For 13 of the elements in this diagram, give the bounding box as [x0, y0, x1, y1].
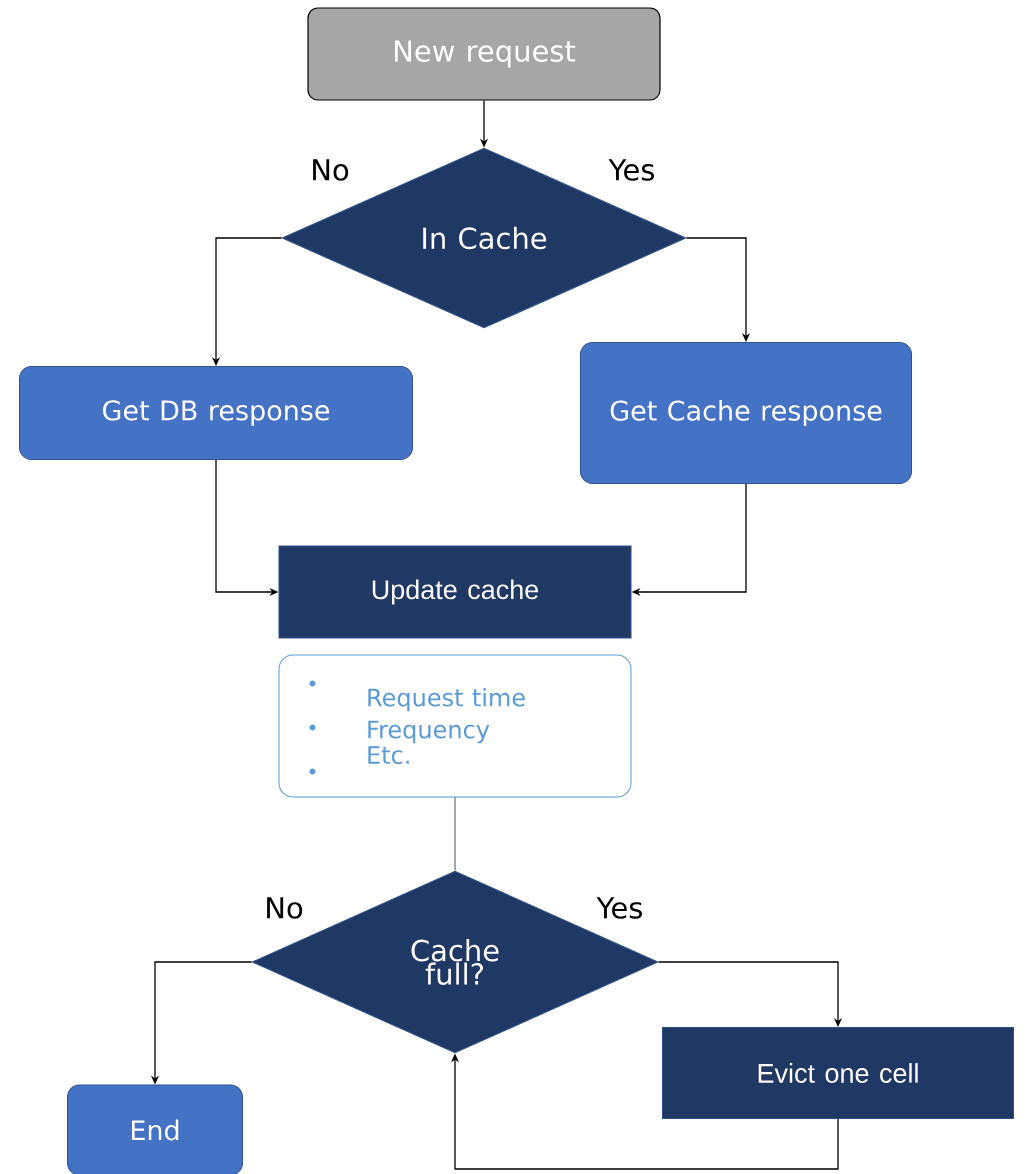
process-box: Evict one cell [662, 1027, 1014, 1119]
edge-label: No [263, 896, 305, 920]
process-box: Get Cache response [580, 342, 912, 484]
start-box: New request [307, 7, 661, 101]
arrow [685, 237, 751, 342]
edge-label: Yes [595, 896, 645, 920]
end-box: End [67, 1084, 243, 1174]
note-box: Request time Frequency Etc. [278, 654, 632, 798]
edge-label: Yes [607, 158, 657, 182]
process-box: Update cache [278, 545, 632, 639]
arrow [657, 961, 843, 1027]
process-box: Get DB response [19, 366, 413, 460]
edge-label: No [309, 158, 351, 182]
